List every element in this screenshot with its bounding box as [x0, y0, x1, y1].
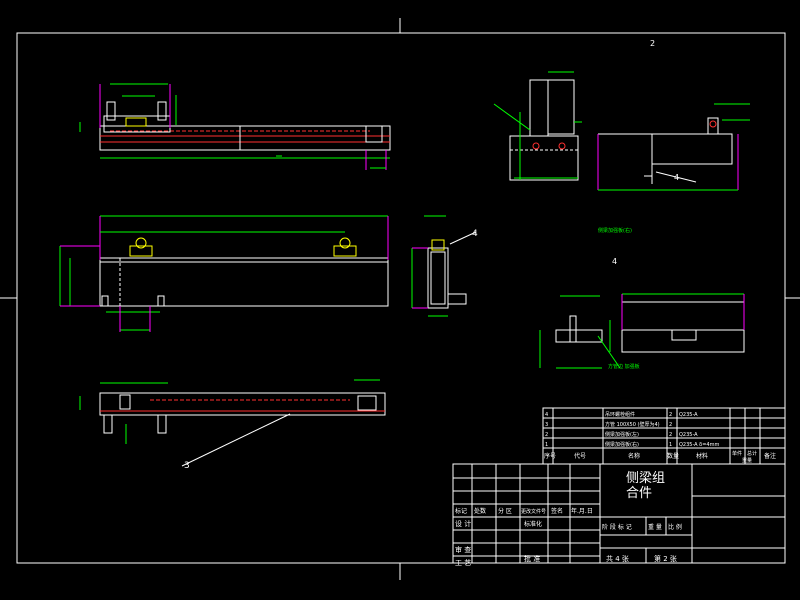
row-design: 设 计 [455, 519, 471, 528]
note-green-1: 侧梁加强板(右) [598, 227, 632, 234]
bom-row-no: 1 [545, 442, 548, 448]
bom-header-weight: 重量 [742, 457, 752, 464]
bom-header-name: 名称 [628, 452, 640, 460]
callout-4b: 4 [674, 173, 679, 182]
stage-header: 阶 段 标 记 [602, 523, 632, 531]
bom-header-qty: 数量 [667, 452, 679, 460]
title-block [452, 463, 786, 564]
bom-header-code: 代号 [574, 452, 586, 460]
front-view [59, 215, 389, 332]
part-name-line2: 合件 [626, 486, 652, 501]
view-label-4: 4 [612, 257, 617, 266]
top-view [79, 83, 391, 170]
row-review: 审 查 [455, 545, 471, 554]
rev-header: 签名 [551, 507, 563, 515]
bom-rows: 4 吊环螺栓组件 2 Q235-A 3 方管 100X50 (壁厚为4) 2 2… [544, 411, 776, 464]
bom-row-no: 2 [545, 432, 548, 438]
bom-row-qty: 2 [669, 412, 672, 418]
bom-row-name: 侧梁加强板(左) [605, 431, 639, 438]
detail-view-2 [493, 71, 582, 181]
bom-row-mat: Q235-A [679, 432, 698, 438]
drawing-labels: 2 4 3 4 4 侧梁加强板(右) 方管边 加强板 [184, 39, 679, 471]
bom-row-mat: Q235-A [679, 412, 698, 418]
bom-row-qty: 1 [669, 442, 672, 448]
detail-view-4 [539, 293, 745, 369]
sheet-total: 共 4 张 [606, 554, 629, 563]
callout-4a: 4 [472, 229, 478, 239]
rev-header: 处数 [474, 507, 486, 515]
bom-row-no: 3 [545, 422, 548, 428]
sheet-number: 第 2 张 [654, 554, 677, 563]
bom-header-material: 材料 [696, 452, 708, 460]
bom-row-qty: 2 [669, 432, 672, 438]
row-standard: 标准化 [524, 520, 542, 528]
view-label-2: 2 [650, 39, 655, 48]
rev-header: 更改文件号 [521, 508, 546, 515]
rev-header: 标记 [455, 507, 467, 515]
bom-row-no: 4 [545, 412, 548, 418]
bom-row-mat: Q235-A δ=4mm [679, 442, 719, 448]
bom-row-name: 吊环螺栓组件 [605, 411, 635, 418]
rev-header: 分 区 [498, 507, 512, 515]
stage-header: 重 量 [648, 523, 662, 531]
bom-header-unit: 单件 [732, 450, 742, 457]
bom-row-name: 方管 100X50 (壁厚为4) [605, 421, 660, 428]
rev-header: 年.月.日 [571, 507, 593, 515]
side-section-view [411, 215, 477, 317]
part-name-line1: 侧梁组 [626, 471, 665, 486]
note-green-2: 方管边 加强板 [608, 363, 640, 370]
callout-3: 3 [184, 461, 190, 471]
title-block-text: 侧梁组 合件 标记 处数 分 区 更改文件号 签名 年.月.日 设 计 标准化 … [455, 471, 682, 567]
bottom-view [79, 379, 386, 467]
stage-header: 比 例 [668, 523, 682, 531]
bom-header-no: 序号 [544, 452, 556, 460]
row-approve: 批 准 [524, 554, 540, 563]
row-process: 工 艺 [455, 559, 471, 567]
bom-row-qty: 2 [669, 422, 672, 428]
detail-view-bent-plate [597, 103, 750, 191]
bom-header-remark: 备注 [764, 452, 776, 460]
bom-header-total: 总计 [747, 450, 757, 457]
drawing-frame [0, 18, 800, 580]
bom-row-name: 侧梁加强板(右) [605, 441, 639, 448]
